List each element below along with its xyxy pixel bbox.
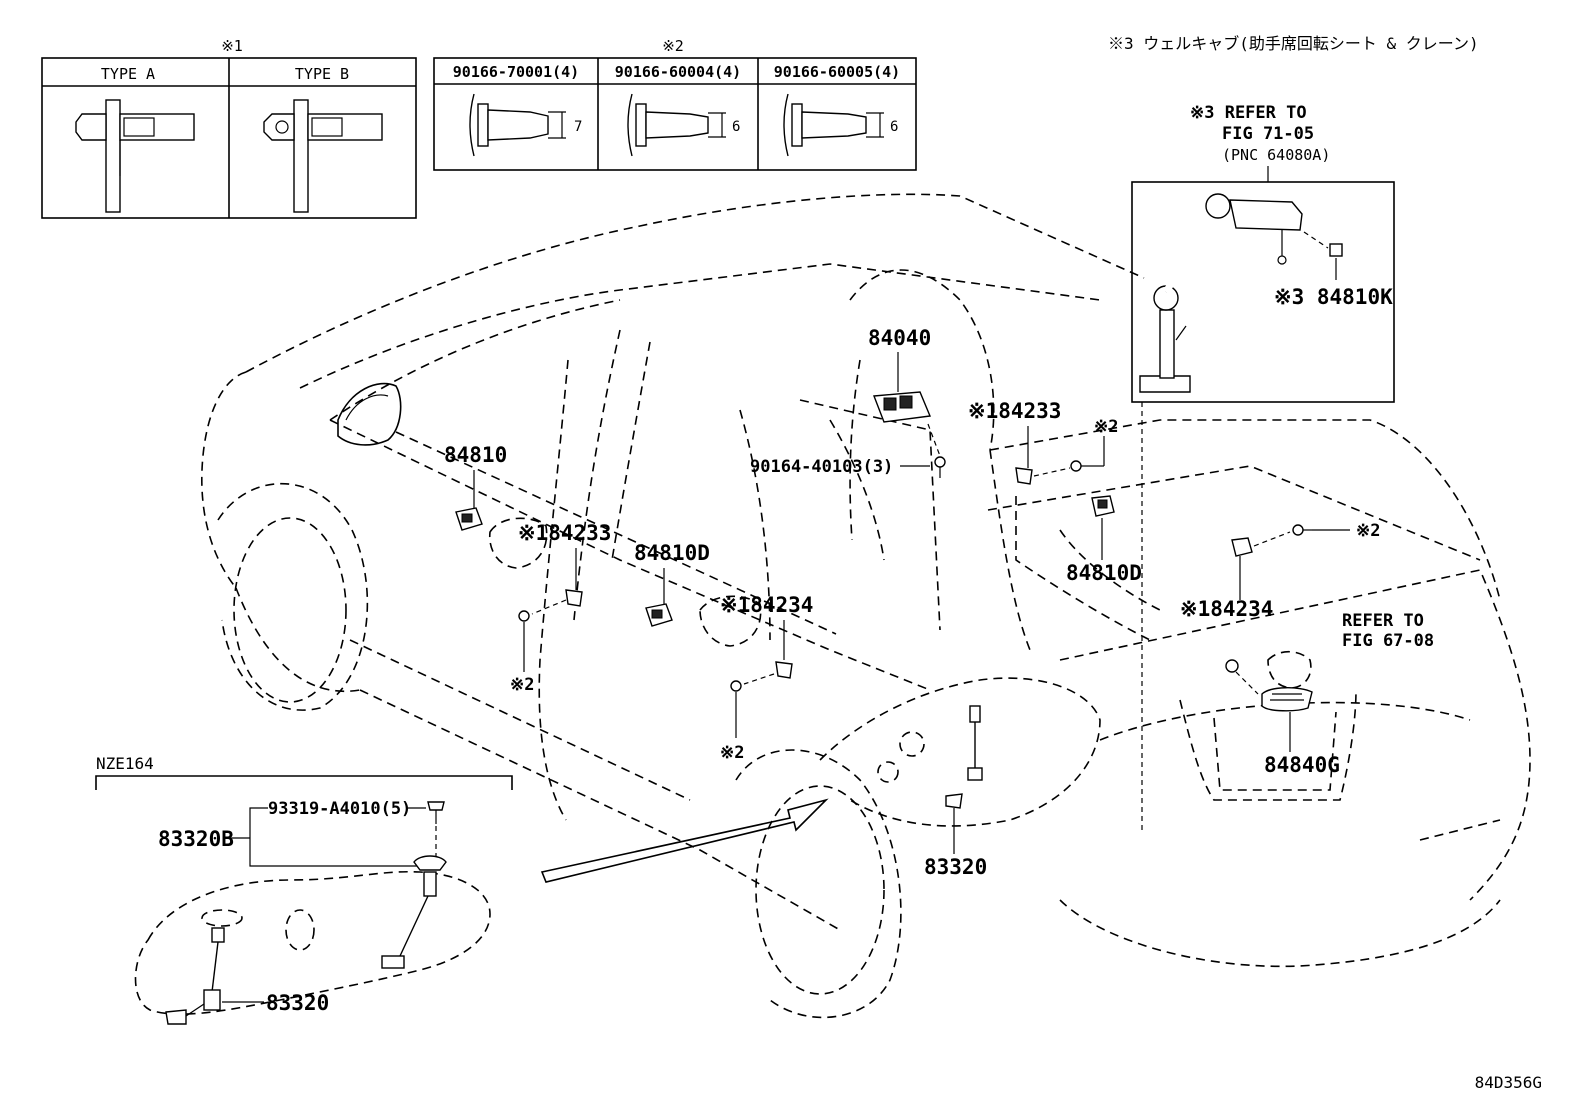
note-box-2-frame <box>433 57 917 171</box>
label-84810d-mid: 84810D <box>634 541 710 565</box>
note-box-1-marker: ※1 <box>221 37 243 55</box>
figure-code: 84D356G <box>1475 1073 1542 1092</box>
note-box-2: ※2 90166-70001(4) 90166-60004(4) 90166-6… <box>433 37 917 171</box>
crane-refer-line3: (PNC 64080A) <box>1222 146 1330 164</box>
label-83320b: 83320B <box>158 827 234 851</box>
clip-84234-mid-icon <box>775 661 793 679</box>
label-84234-rear: ※184234 <box>1180 597 1273 621</box>
label-note2-left: ※2 <box>510 675 534 695</box>
bolt-60004-dim: 6 <box>732 119 740 135</box>
part-84040-switch-icon <box>873 391 931 423</box>
sender-83320-icon <box>165 927 225 1025</box>
label-note2-rear: ※2 <box>1356 521 1380 541</box>
bolt-col1-label: 90166-70001(4) <box>453 63 579 81</box>
nze164-inset: NZE164 93319-A4010(5) 83320B <box>95 754 513 1025</box>
label-note2-right: ※2 <box>1094 417 1118 437</box>
label-refer-rear-1: REFER TO <box>1342 611 1424 631</box>
part-84810k-icon <box>1329 243 1343 257</box>
grommet-icon <box>1225 659 1239 673</box>
note-3-header: ※3 ウェルキャブ(助手席回転シート & クレーン) <box>1108 34 1479 53</box>
label-84233-right: ※184233 <box>968 399 1061 423</box>
clip-84234-rear-icon <box>1231 537 1253 557</box>
crane-refer-line2: FIG 71-05 <box>1222 124 1314 144</box>
clip-note2-rear-icon <box>1292 524 1312 536</box>
clip-note2-left-icon <box>518 610 530 622</box>
label-84810: 84810 <box>444 443 507 467</box>
sender-83320-main-icon <box>945 705 983 809</box>
clip-note2-right-icon <box>1070 460 1090 472</box>
clip-84233-left-icon <box>565 589 583 607</box>
type-a-label: TYPE A <box>101 65 155 83</box>
bolt-col2-label: 90166-60004(4) <box>615 63 741 81</box>
clip-note2-mid-icon <box>730 680 742 692</box>
bolt-60005-dim: 6 <box>890 119 898 135</box>
bolt-col3-label: 90166-60005(4) <box>774 63 900 81</box>
crane-inset-frame <box>1131 181 1395 403</box>
note-box-1: ※1 TYPE A TYPE B <box>41 37 417 219</box>
switch-84840g-icon <box>1261 687 1313 712</box>
bolt-70001-dim: 7 <box>574 119 582 135</box>
label-93319: 93319-A4010(5) <box>268 799 411 819</box>
switch-84810d-right-icon <box>1091 495 1115 517</box>
clip-type-b-icon <box>263 99 383 213</box>
clip-type-a-icon <box>75 99 195 213</box>
label-84233-left: ※184233 <box>518 521 611 545</box>
label-84840g: 84840G <box>1264 753 1340 777</box>
note-box-2-marker: ※2 <box>662 37 684 55</box>
screw-90164-icon <box>934 456 946 478</box>
sender-83320b-icon <box>381 855 447 969</box>
switch-84810-icon <box>455 507 483 531</box>
label-83320-inset: 83320 <box>266 991 329 1015</box>
label-note2-mid: ※2 <box>720 743 744 763</box>
nze164-title: NZE164 <box>96 754 154 773</box>
crane-refer-line1: ※3 REFER TO <box>1190 103 1307 123</box>
type-b-label: TYPE B <box>295 65 349 83</box>
label-84810k: ※3 84810K <box>1274 285 1393 309</box>
label-84810d-right: 84810D <box>1066 561 1142 585</box>
clip-84233-right-icon <box>1015 467 1033 485</box>
crane-icon <box>1139 193 1303 393</box>
bolt-70001-icon: 7 <box>469 93 582 157</box>
inset-arrow-icon <box>540 798 829 883</box>
bolt-60004-icon: 6 <box>627 93 740 157</box>
crane-inset: ※3 REFER TO FIG 71-05 (PNC 64080A) ※3 84… <box>1131 103 1395 403</box>
label-84040: 84040 <box>868 326 931 350</box>
label-83320-main: 83320 <box>924 855 987 879</box>
screw-93319-icon <box>427 801 445 824</box>
label-84234-mid: ※184234 <box>720 593 813 617</box>
vehicle-outline <box>201 193 1531 1019</box>
label-90164-40103: 90164-40103(3) <box>750 457 893 477</box>
bolt-60005-icon: 6 <box>783 93 898 157</box>
switch-84810d-mid-icon <box>645 603 673 627</box>
side-mirror <box>337 382 402 446</box>
label-refer-rear-2: FIG 67-08 <box>1342 631 1434 651</box>
